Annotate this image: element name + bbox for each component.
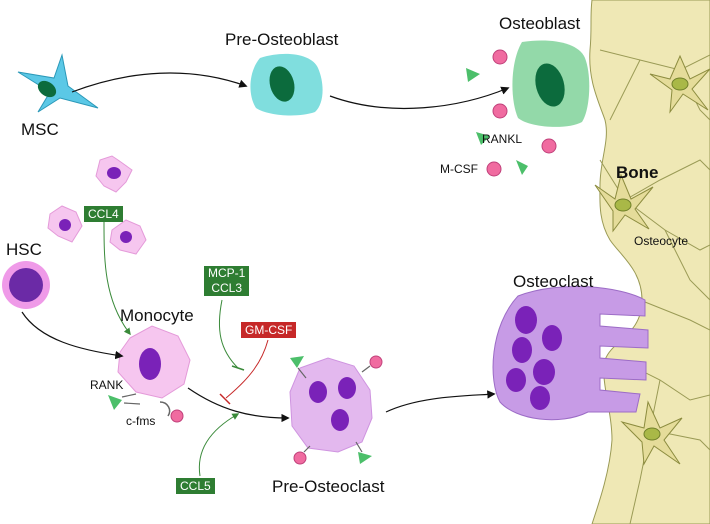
msc-label: MSC bbox=[21, 120, 59, 139]
hsc-to-monocyte-arrow bbox=[21, 311, 124, 360]
osteocyte-cell-1 bbox=[649, 54, 710, 114]
osteocyte-cell-3 bbox=[620, 400, 683, 466]
rank-label: RANK bbox=[90, 378, 124, 392]
preosteoblast-to-osteoblast-arrow bbox=[329, 86, 510, 109]
ccl3-label: CCL3 bbox=[211, 281, 243, 295]
msc-cell bbox=[17, 53, 99, 113]
mcp1-ccl3-box: MCP-1 CCL3 bbox=[204, 266, 250, 296]
gmcsf-box: GM-CSF bbox=[241, 322, 297, 338]
monocyte-receptors bbox=[108, 393, 184, 423]
monocyte-label: Monocyte bbox=[120, 306, 194, 325]
osteoclast-label: Osteoclast bbox=[513, 272, 594, 291]
gmcsf-inhibition-bar bbox=[219, 393, 231, 405]
hsc-cell bbox=[2, 261, 50, 309]
gmcsf-inhibition-line bbox=[225, 339, 269, 399]
hsc-label: HSC bbox=[6, 240, 42, 259]
preosteoclast-to-osteoclast-arrow bbox=[385, 390, 496, 413]
mcsf-label: M-CSF bbox=[440, 162, 478, 176]
osteoblast-cell bbox=[512, 40, 590, 127]
osteoclast-cell bbox=[492, 285, 649, 421]
floating-monocyte-3 bbox=[109, 219, 147, 255]
osteoblast-factors bbox=[466, 49, 557, 177]
rankl-label: RANKL bbox=[482, 132, 523, 146]
cfms-label: c-fms bbox=[126, 414, 156, 428]
floating-monocyte-2 bbox=[47, 205, 83, 243]
pre-osteoclast-label: Pre-Osteoclast bbox=[272, 477, 385, 496]
pre-osteoblast-cell bbox=[250, 53, 323, 116]
floating-monocyte-1 bbox=[95, 155, 133, 193]
msc-to-preosteoblast-arrow bbox=[71, 72, 248, 93]
monocyte-cell bbox=[117, 325, 191, 399]
mcp1-ccl3-inhibition-line bbox=[218, 299, 239, 369]
monocyte-to-preosteoclast-arrow bbox=[187, 387, 290, 423]
osteocyte-cells bbox=[594, 54, 710, 466]
bone-label: Bone bbox=[616, 163, 659, 182]
mcp1-inhibition-bar bbox=[231, 365, 245, 371]
ccl5-to-axis-line bbox=[198, 413, 240, 477]
ccl4-box: CCL4 bbox=[84, 206, 123, 222]
ccl5-box: CCL5 bbox=[176, 478, 215, 494]
osteocyte-label: Osteocyte bbox=[634, 234, 689, 248]
mcp1-label: MCP-1 bbox=[208, 266, 246, 280]
pre-osteoblast-label: Pre-Osteoblast bbox=[225, 30, 339, 49]
ccl4-to-monocyte-line bbox=[103, 221, 131, 336]
osteoblast-label: Osteoblast bbox=[499, 14, 581, 33]
osteocyte-cell-2 bbox=[594, 173, 654, 233]
pre-osteoclast-cell bbox=[289, 355, 383, 465]
